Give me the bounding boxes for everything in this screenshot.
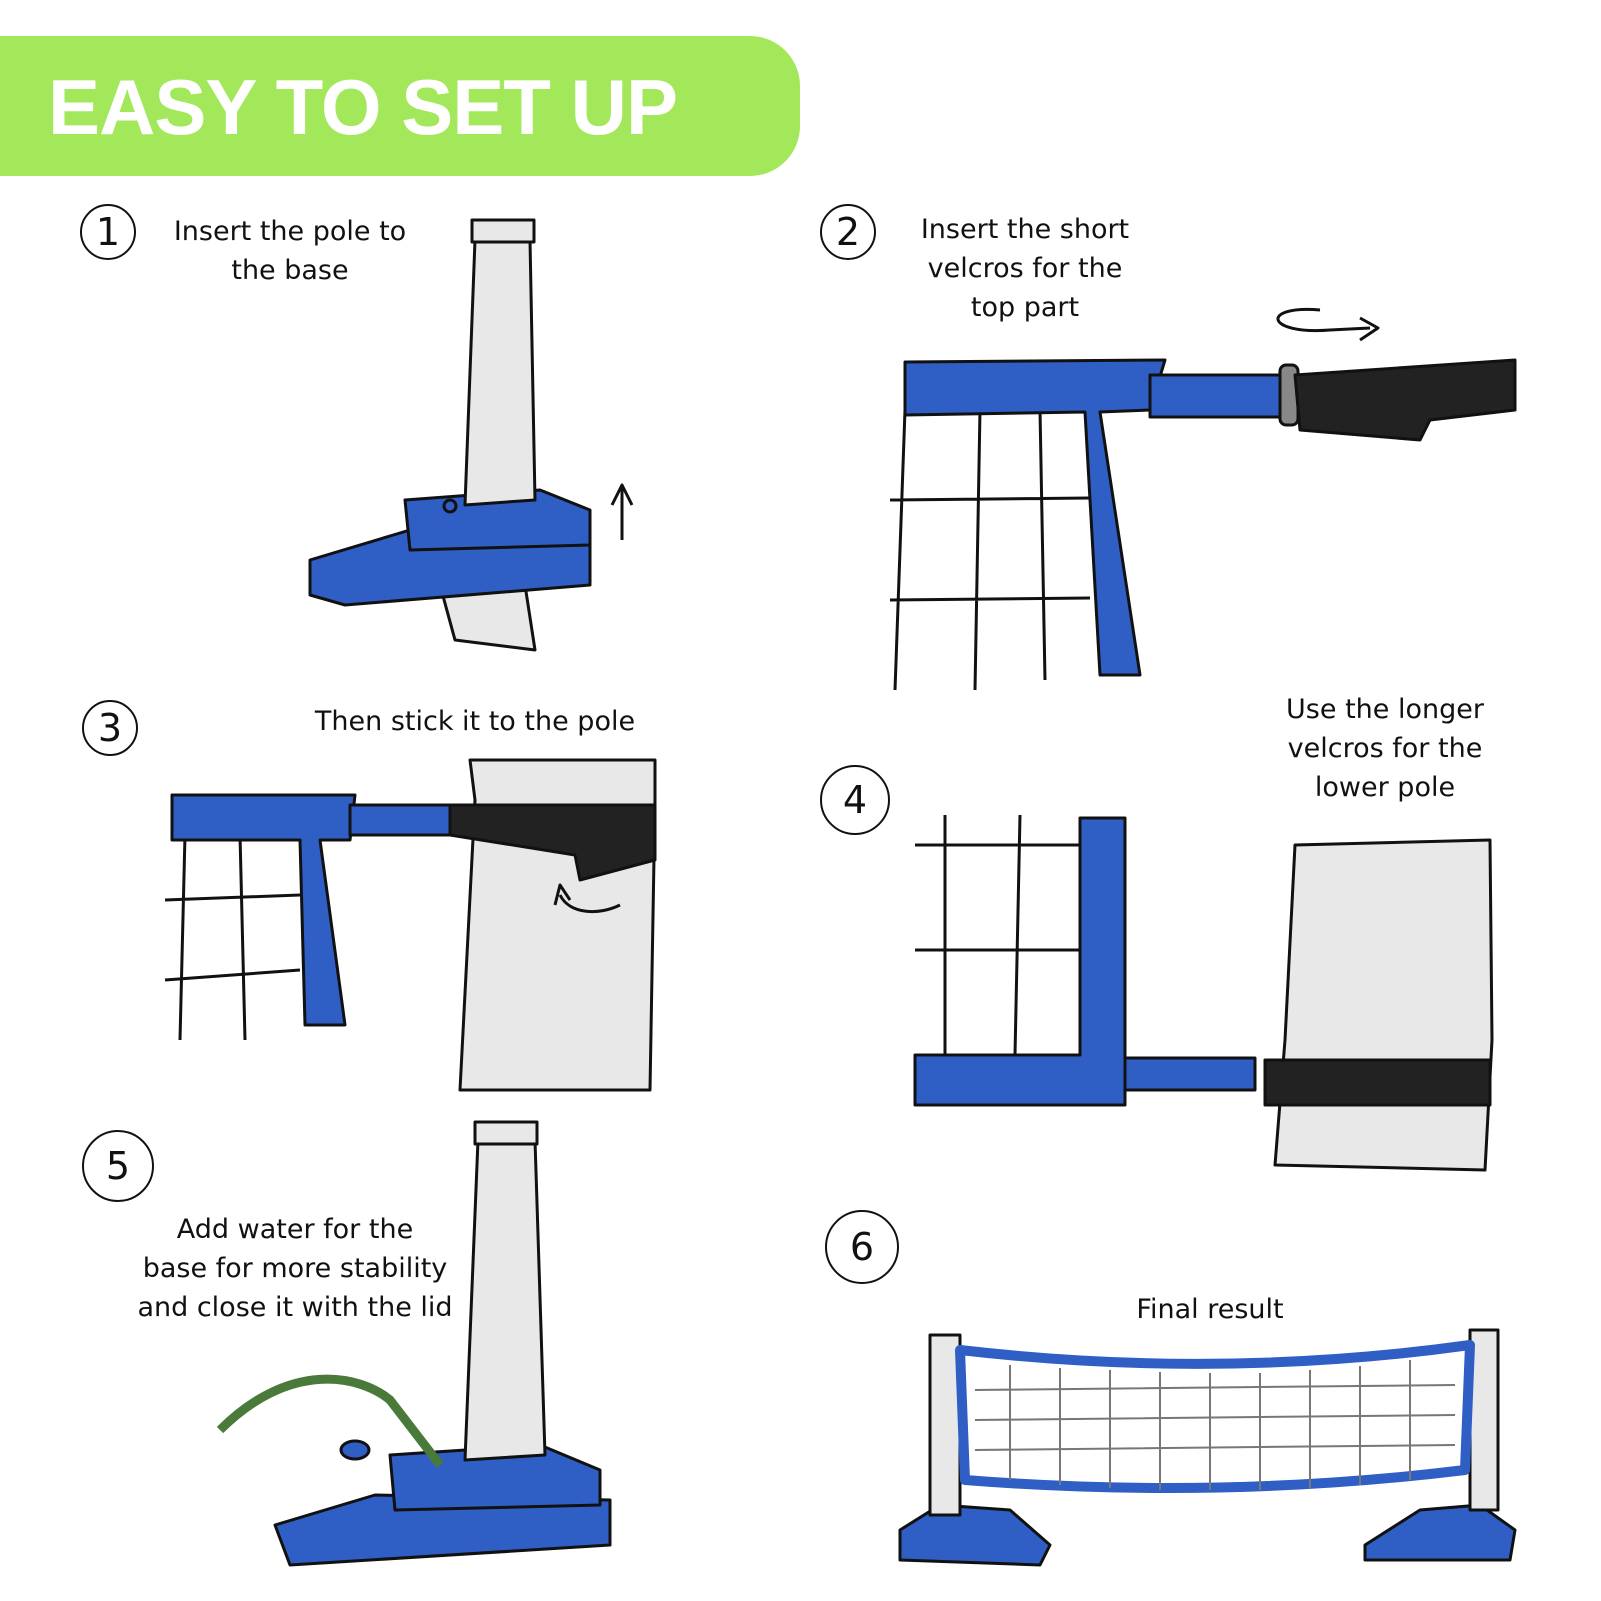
step5-water-base-illustration bbox=[216, 1120, 612, 1567]
step-6-number: 6 bbox=[825, 1210, 899, 1284]
title-banner: EASY TO SET UP bbox=[0, 36, 800, 176]
step-3-caption: Then stick it to the pole bbox=[314, 706, 636, 737]
step1-pole-base-illustration bbox=[308, 218, 634, 652]
step-3-number: 3 bbox=[82, 700, 138, 756]
step-5-number: 5 bbox=[82, 1130, 154, 1202]
step-2-caption: Insert the short velcros for the top par… bbox=[920, 214, 1130, 324]
step6-final-result-illustration bbox=[898, 1328, 1517, 1567]
step-4-caption: Use the longer velcros for the lower pol… bbox=[1286, 694, 1484, 804]
step-5-caption: Add water for the base for more stabilit… bbox=[137, 1214, 453, 1324]
step-6-caption: Final result bbox=[1136, 1294, 1284, 1325]
step-1-number: 1 bbox=[80, 204, 136, 260]
step-4-number: 4 bbox=[820, 765, 890, 835]
step-2-number: 2 bbox=[820, 204, 876, 260]
step4-lower-velcro-illustration bbox=[913, 814, 1494, 1172]
step2-top-velcro-illustration bbox=[889, 307, 1517, 691]
step3-stick-to-pole-illustration bbox=[164, 758, 657, 1092]
step-1-caption: Insert the pole to the base bbox=[173, 216, 407, 287]
page-title: EASY TO SET UP bbox=[48, 63, 678, 151]
